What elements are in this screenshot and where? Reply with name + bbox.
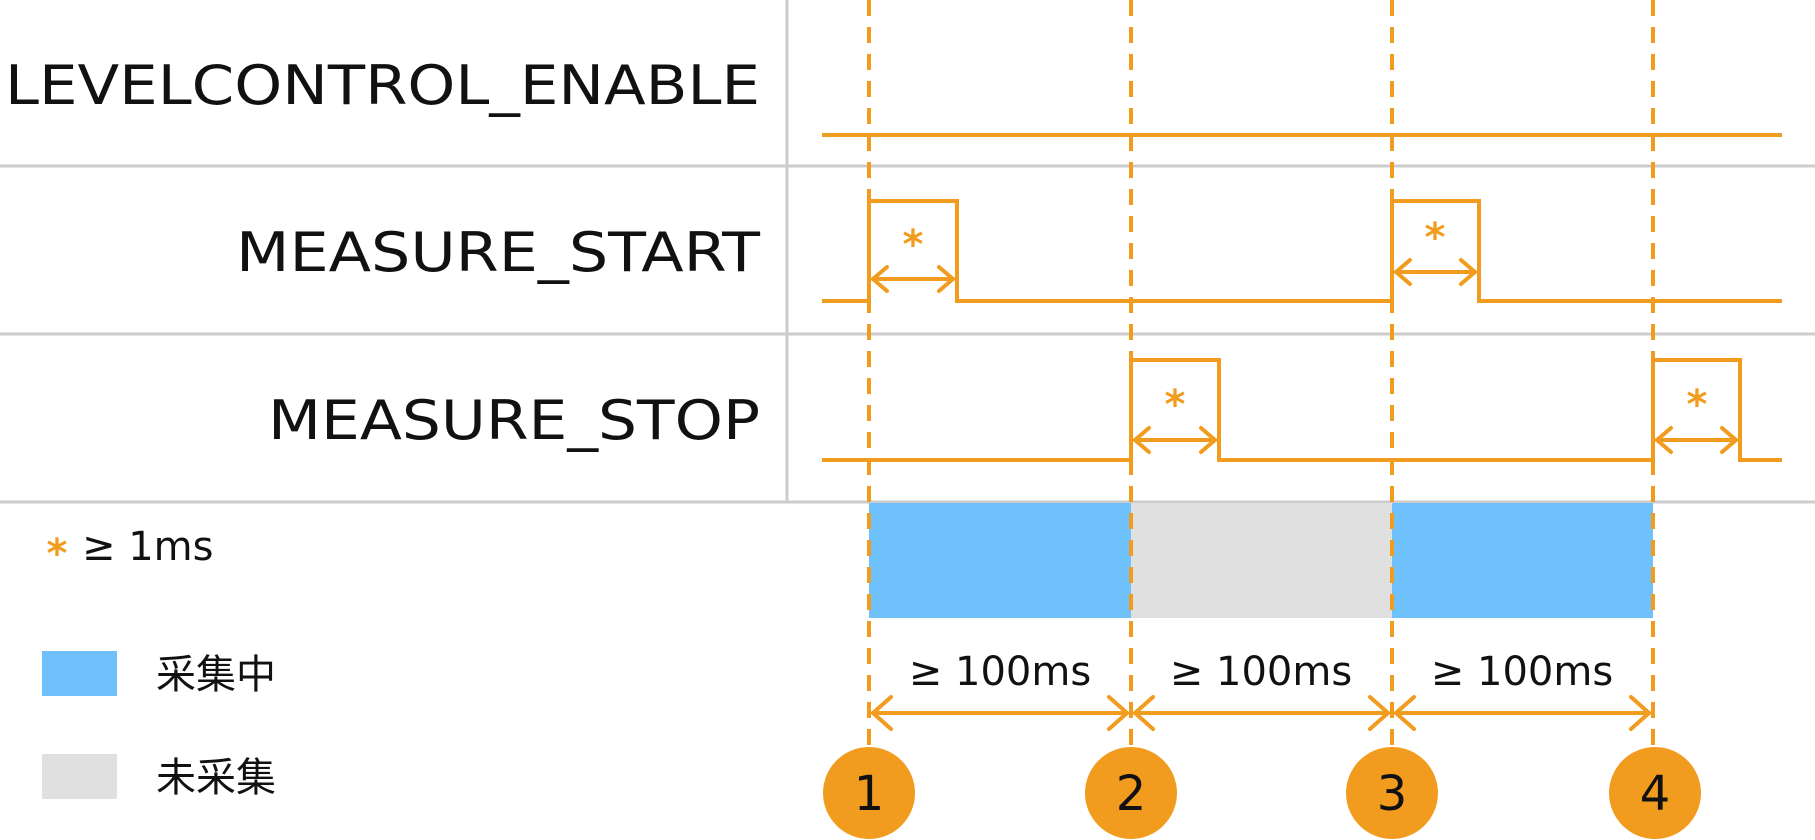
interval-label: ≥ 100ms: [1431, 649, 1613, 695]
legend-label-collecting: 采集中: [156, 652, 276, 698]
pulse-arrow: [1392, 258, 1479, 286]
pulse-marker: *: [1165, 382, 1186, 428]
pulse-arrow: [1131, 426, 1219, 454]
event-marker-4: [1609, 747, 1701, 839]
pulse-marker: *: [1687, 382, 1708, 428]
pulse-width-arrows: [869, 258, 1740, 454]
interval-label: ≥ 100ms: [909, 649, 1091, 695]
waveform-measure-start: [822, 199, 1782, 303]
waveform-measure-stop: [822, 358, 1782, 462]
pulse-markers: * * * *: [903, 215, 1708, 428]
state-block-not-collecting: [1131, 503, 1392, 618]
interval-label: ≥ 100ms: [1170, 649, 1352, 695]
grid: [0, 0, 1815, 504]
state-blocks: [869, 503, 1653, 618]
event-marker-3: [1346, 747, 1438, 839]
event-marker-number: 4: [1640, 766, 1671, 822]
signal-label-levelcontrol-enable: LEVELCONTROL_ENABLE: [5, 54, 760, 117]
signal-label-measure-start: MEASURE_START: [236, 221, 761, 284]
event-marker-1: [823, 747, 915, 839]
legend-swatch-collecting: [42, 651, 117, 696]
guides: [867, 0, 1655, 760]
state-block-collecting: [869, 503, 1131, 618]
pulse-arrow: [869, 265, 957, 293]
legend-pulse-symbol: *: [47, 531, 68, 577]
pulse-arrow: [1653, 426, 1740, 454]
waveforms: [822, 133, 1782, 462]
event-marker-number: 2: [1116, 766, 1147, 822]
signal-labels: LEVELCONTROL_ENABLE MEASURE_START MEASUR…: [5, 54, 761, 452]
event-markers: 1 2 3 4: [823, 747, 1701, 839]
interval-arrows: [869, 695, 1653, 731]
pulse-marker: *: [1425, 215, 1446, 261]
signal-label-measure-stop: MEASURE_STOP: [268, 389, 760, 452]
pulse-marker: *: [903, 222, 924, 268]
interval-labels: ≥ 100ms ≥ 100ms ≥ 100ms: [909, 649, 1613, 695]
event-marker-number: 1: [854, 766, 885, 822]
legend-pulse-text: ≥ 1ms: [82, 524, 213, 570]
event-marker-2: [1085, 747, 1177, 839]
event-marker-number: 3: [1377, 766, 1408, 822]
legend: * ≥ 1ms 采集中 未采集: [42, 524, 276, 801]
legend-swatch-not-collecting: [42, 754, 117, 799]
legend-label-not-collecting: 未采集: [156, 755, 276, 801]
state-block-collecting: [1392, 503, 1653, 618]
